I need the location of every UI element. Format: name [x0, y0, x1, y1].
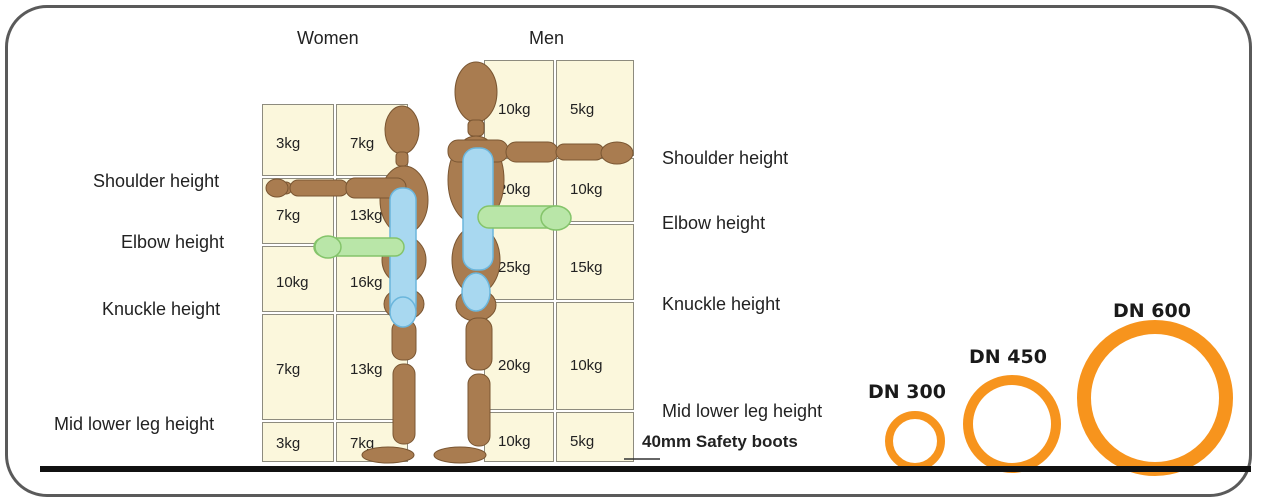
pipe-dn600-circle — [1084, 327, 1226, 469]
pipe-dn450-circle — [968, 380, 1056, 468]
ground-line — [40, 466, 1251, 472]
pipe-dn300-label: DN 300 — [868, 381, 946, 403]
pipe-dn600-label: DN 600 — [1113, 300, 1191, 322]
pipe-dn450-label: DN 450 — [969, 346, 1047, 368]
pipe-dn300-circle — [889, 415, 941, 467]
